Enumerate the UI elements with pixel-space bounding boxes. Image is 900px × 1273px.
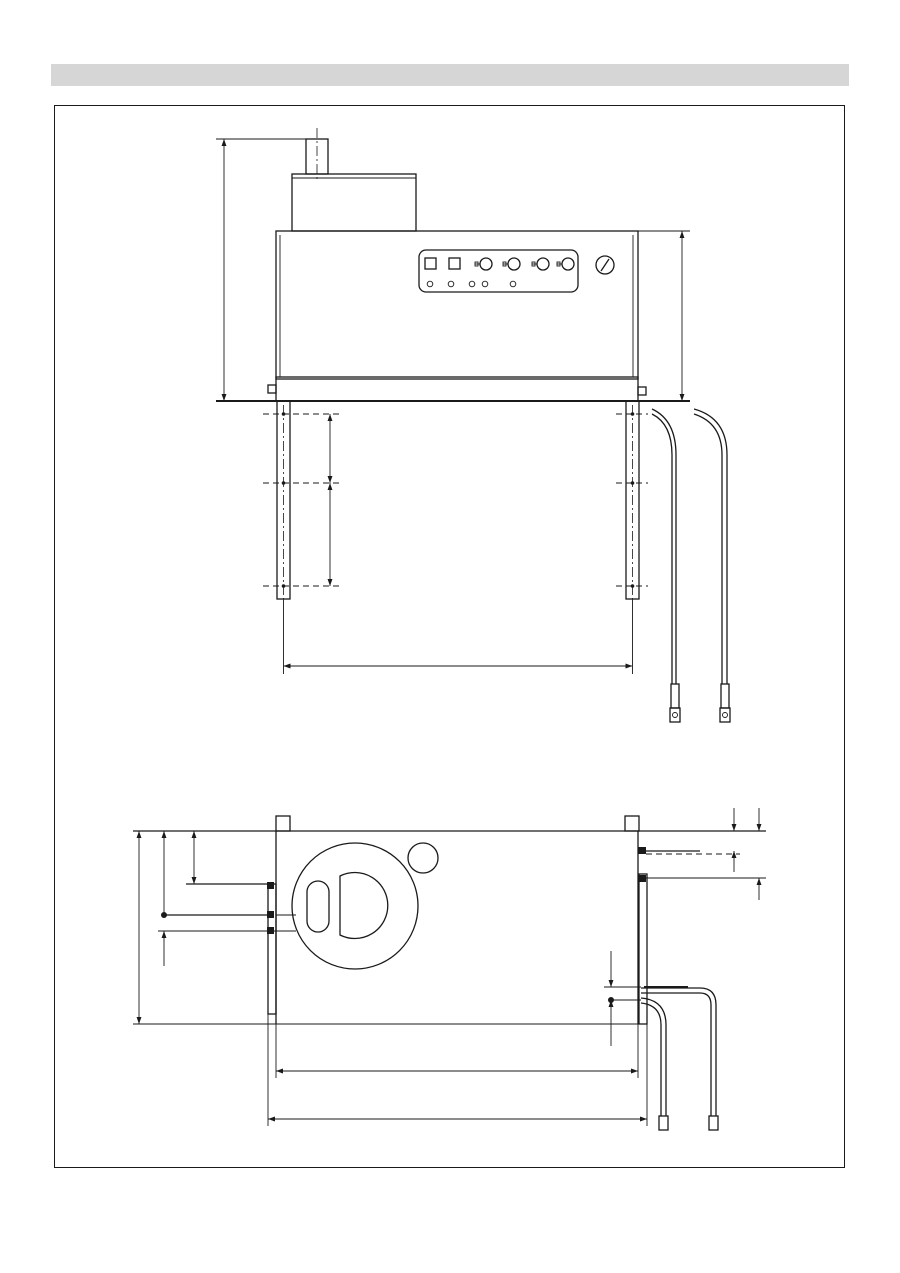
right-leg	[625, 400, 640, 600]
burner-drum	[291, 842, 439, 970]
hose-1	[641, 987, 719, 1131]
left-rail	[267, 883, 277, 1015]
dimension-lines	[216, 138, 690, 674]
control-panel	[418, 249, 579, 293]
front-view	[216, 128, 731, 723]
indicator-light	[468, 280, 476, 288]
indicator-light	[447, 280, 455, 288]
rotary-knob-2	[502, 257, 521, 271]
indicator-light	[481, 280, 489, 288]
dimension-lines	[133, 808, 766, 1126]
rotary-knob-1	[474, 257, 493, 271]
indicator-light	[509, 280, 517, 288]
switch-square-1	[424, 257, 437, 270]
top-view	[133, 808, 766, 1131]
switch-square-2	[448, 257, 461, 270]
machine-housing	[267, 230, 647, 402]
exhaust-stack	[291, 128, 417, 232]
right-rail	[638, 873, 648, 1025]
hose-2	[693, 408, 731, 723]
rotary-knob-4	[556, 257, 575, 271]
mounting-tab	[624, 815, 640, 832]
hose-1	[651, 408, 681, 723]
mounting-tab	[275, 815, 291, 832]
header-bar	[51, 64, 849, 86]
left-leg	[276, 400, 291, 600]
hose-2	[640, 997, 669, 1131]
indicator-light	[426, 280, 434, 288]
drawing-frame	[54, 105, 845, 1168]
rotary-knob-3	[531, 257, 550, 271]
pressure-gauge-icon	[595, 255, 615, 275]
